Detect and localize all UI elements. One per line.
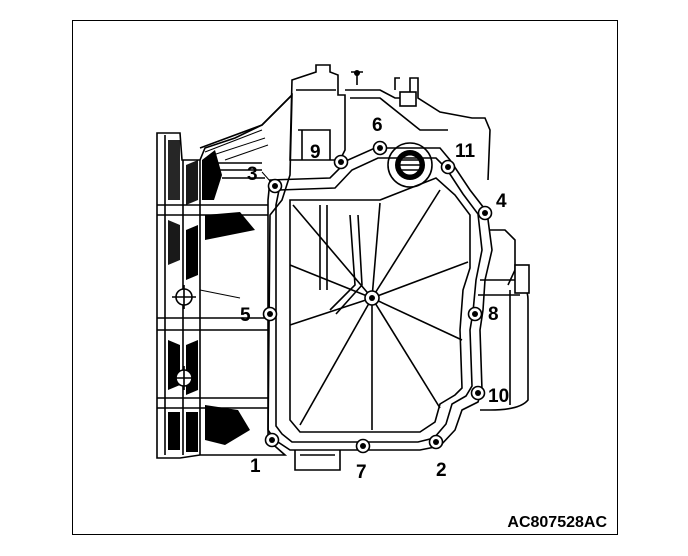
- callout-9: 9: [310, 142, 321, 163]
- leader-lines: [199, 171, 271, 299]
- oil-pan: [267, 147, 493, 451]
- callout-1: 1: [250, 456, 261, 477]
- lower-bracket: [294, 450, 341, 471]
- callout-11: 11: [455, 141, 476, 162]
- bolt-5-icon: [262, 306, 278, 322]
- callout-8: 8: [488, 304, 499, 325]
- figure-id: AC807528AC: [507, 514, 607, 531]
- pan-bolts: [262, 140, 493, 454]
- bolt-4-icon: [477, 205, 493, 221]
- oil-cooler-housing: [478, 229, 530, 411]
- bolt-10-icon: [470, 385, 486, 401]
- strainer: [387, 142, 433, 188]
- valve-body-top: [289, 64, 491, 181]
- bolt-2-icon: [428, 434, 444, 450]
- callout-7: 7: [356, 462, 367, 483]
- callout-5: 5: [240, 305, 251, 326]
- callout-4: 4: [496, 191, 507, 212]
- diagram-frame: [72, 20, 618, 535]
- callout-6: 6: [372, 115, 383, 136]
- bolt-3-icon: [267, 178, 283, 194]
- bolt-6-icon: [372, 140, 388, 156]
- bolt-1-icon: [264, 432, 280, 448]
- callouts: 1 2 3 4 5 6 7 8 9 10 11: [240, 115, 509, 483]
- transmission-case: [156, 93, 293, 459]
- callout-3: 3: [247, 164, 258, 185]
- callout-10: 10: [488, 386, 509, 407]
- bolt-9-icon: [333, 154, 349, 170]
- bolt-8-icon: [467, 306, 483, 322]
- bolt-7-icon: [355, 438, 371, 454]
- bolt-11-icon: [440, 159, 456, 175]
- callout-2: 2: [436, 460, 447, 481]
